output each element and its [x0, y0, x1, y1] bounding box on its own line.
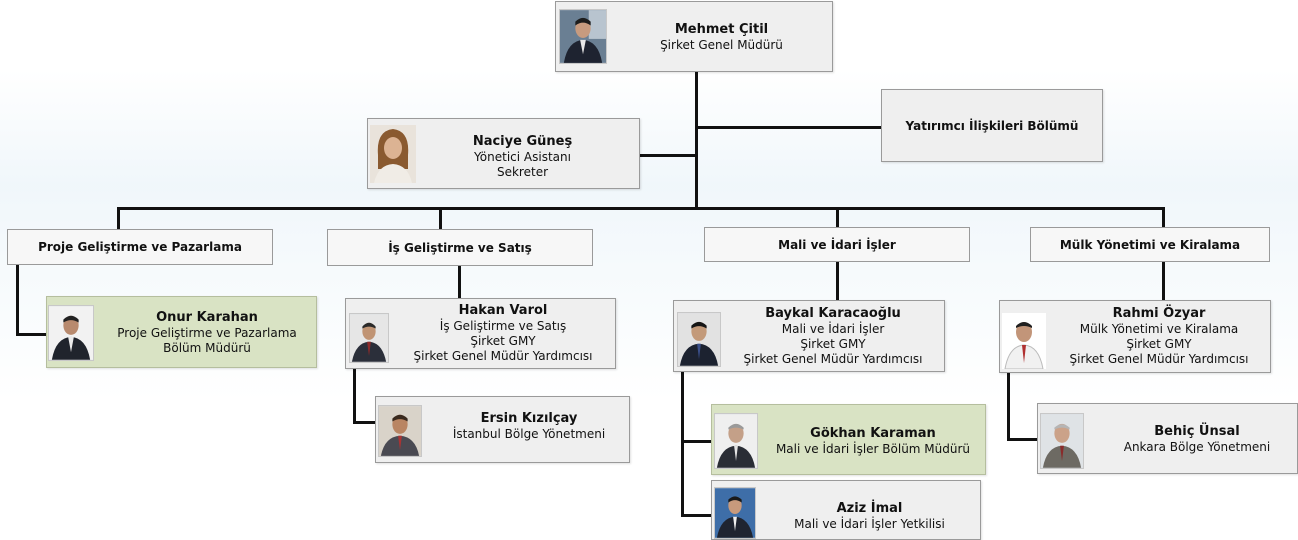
- person-name: Mehmet Çitil: [674, 22, 769, 37]
- connector-line: [681, 372, 684, 516]
- investor-relations-label: Yatırımcı İlişkileri Bölümü: [905, 118, 1079, 133]
- connector-line: [439, 207, 442, 229]
- person-name: Aziz İmal: [836, 501, 903, 516]
- person-title: Şirket GMY: [1126, 337, 1192, 351]
- general-manager-card[interactable]: Mehmet Çitil Şirket Genel Müdürü: [555, 1, 833, 72]
- person-title: İstanbul Bölge Yönetmeni: [452, 427, 606, 441]
- connector-line: [118, 207, 1164, 210]
- person-title: Mali ve İdari İşler: [781, 322, 885, 336]
- person-photo-icon: [1040, 413, 1084, 469]
- person-photo-icon: [48, 305, 94, 361]
- department-box[interactable]: Mülk Yönetimi ve Kiralama: [1030, 227, 1270, 262]
- department-label: Proje Geliştirme ve Pazarlama: [38, 240, 242, 254]
- person-photo-icon: [349, 313, 389, 363]
- connector-line: [1162, 262, 1165, 300]
- person-title: Yönetici Asistanı: [474, 150, 571, 164]
- department-label: İş Geliştirme ve Satış: [388, 240, 532, 255]
- investor-relations-box[interactable]: Yatırımcı İlişkileri Bölümü: [881, 89, 1103, 162]
- connector-line: [353, 421, 377, 424]
- staff-card[interactable]: Ersin Kızılçay İstanbul Bölge Yönetmeni: [375, 396, 630, 463]
- staff-text: Ersin Kızılçay İstanbul Bölge Yönetmeni: [434, 411, 624, 442]
- person-photo-icon: [370, 125, 416, 183]
- manager-text: Onur Karahan Proje Geliştirme ve Pazarla…: [103, 310, 311, 356]
- person-name: Naciye Güneş: [472, 134, 573, 149]
- person-photo-icon: [1002, 313, 1046, 369]
- deputy-manager-text: Hakan Varol İş Geliştirme ve Satış Şirke…: [394, 303, 612, 364]
- manager-card[interactable]: Onur Karahan Proje Geliştirme ve Pazarla…: [46, 296, 317, 368]
- connector-line: [681, 440, 713, 443]
- person-title: Mali ve İdari İşler Yetkilisi: [794, 517, 945, 531]
- connector-line: [681, 514, 713, 517]
- department-box[interactable]: İş Geliştirme ve Satış: [327, 229, 593, 266]
- connector-line: [1162, 207, 1165, 227]
- connector-line: [16, 333, 47, 336]
- connector-line: [697, 126, 881, 129]
- staff-card[interactable]: Behiç Ünsal Ankara Bölge Yönetmeni: [1037, 403, 1298, 474]
- person-name: Behiç Ünsal: [1154, 424, 1240, 439]
- connector-line: [458, 266, 461, 298]
- person-name: Gökhan Karaman: [810, 426, 936, 441]
- staff-text: Behiç Ünsal Ankara Bölge Yönetmeni: [1098, 424, 1296, 455]
- connector-line: [353, 362, 356, 423]
- person-title: Mülk Yönetimi ve Kiralama: [1079, 322, 1239, 336]
- assistant-card[interactable]: Naciye Güneş Yönetici Asistanı Sekreter: [367, 118, 640, 189]
- manager-card[interactable]: Gökhan Karaman Mali ve İdari İşler Bölüm…: [711, 404, 986, 475]
- connector-line: [695, 72, 698, 210]
- person-title: Ankara Bölge Yönetmeni: [1123, 440, 1271, 454]
- person-name: Baykal Karacaoğlu: [765, 306, 901, 321]
- connector-line: [640, 154, 697, 157]
- connector-line: [16, 265, 19, 335]
- general-manager-text: Mehmet Çitil Şirket Genel Müdürü: [614, 22, 829, 53]
- connector-line: [1007, 438, 1037, 441]
- person-title: Şirket Genel Müdür Yardımcısı: [1069, 352, 1249, 366]
- department-label: Mali ve İdari İşler: [778, 237, 896, 252]
- person-name: Onur Karahan: [156, 310, 258, 325]
- person-title: Bölüm Müdürü: [163, 341, 251, 355]
- connector-line: [117, 207, 120, 229]
- person-name: Ersin Kızılçay: [480, 411, 578, 426]
- manager-text: Gökhan Karaman Mali ve İdari İşler Bölüm…: [762, 426, 984, 457]
- person-title: Şirket GMY: [800, 337, 866, 351]
- person-name: Hakan Varol: [458, 303, 548, 318]
- person-photo-icon: [559, 9, 607, 64]
- connector-line: [836, 262, 839, 300]
- deputy-manager-card[interactable]: Rahmi Özyar Mülk Yönetimi ve Kiralama Şi…: [999, 300, 1271, 373]
- person-title: Sekreter: [496, 165, 549, 179]
- deputy-manager-card[interactable]: Hakan Varol İş Geliştirme ve Satış Şirke…: [345, 298, 616, 369]
- staff-text: Aziz İmal Mali ve İdari İşler Yetkilisi: [762, 501, 977, 532]
- deputy-manager-text: Rahmi Özyar Mülk Yönetimi ve Kiralama Şi…: [1048, 306, 1270, 367]
- department-box[interactable]: Proje Geliştirme ve Pazarlama: [7, 229, 273, 265]
- person-title: Şirket GMY: [470, 334, 536, 348]
- staff-card[interactable]: Aziz İmal Mali ve İdari İşler Yetkilisi: [711, 480, 981, 540]
- department-box[interactable]: Mali ve İdari İşler: [704, 227, 970, 262]
- person-name: Rahmi Özyar: [1112, 306, 1206, 321]
- person-title: Mali ve İdari İşler Bölüm Müdürü: [775, 442, 971, 456]
- connector-line: [836, 207, 839, 227]
- assistant-text: Naciye Güneş Yönetici Asistanı Sekreter: [430, 134, 615, 180]
- deputy-manager-text: Baykal Karacaoğlu Mali ve İdari İşler Şi…: [724, 306, 942, 367]
- person-title: Şirket Genel Müdürü: [660, 38, 783, 52]
- person-title: İş Geliştirme ve Satış: [439, 319, 567, 333]
- person-photo-icon: [677, 312, 721, 367]
- deputy-manager-card[interactable]: Baykal Karacaoğlu Mali ve İdari İşler Şi…: [673, 300, 945, 372]
- person-title: Şirket Genel Müdür Yardımcısı: [743, 352, 923, 366]
- person-photo-icon: [378, 405, 422, 457]
- person-title: Şirket Genel Müdür Yardımcısı: [413, 349, 593, 363]
- connector-line: [1007, 372, 1010, 440]
- person-title: Proje Geliştirme ve Pazarlama: [117, 326, 297, 340]
- person-photo-icon: [714, 487, 756, 539]
- department-label: Mülk Yönetimi ve Kiralama: [1059, 237, 1241, 252]
- person-photo-icon: [714, 413, 758, 469]
